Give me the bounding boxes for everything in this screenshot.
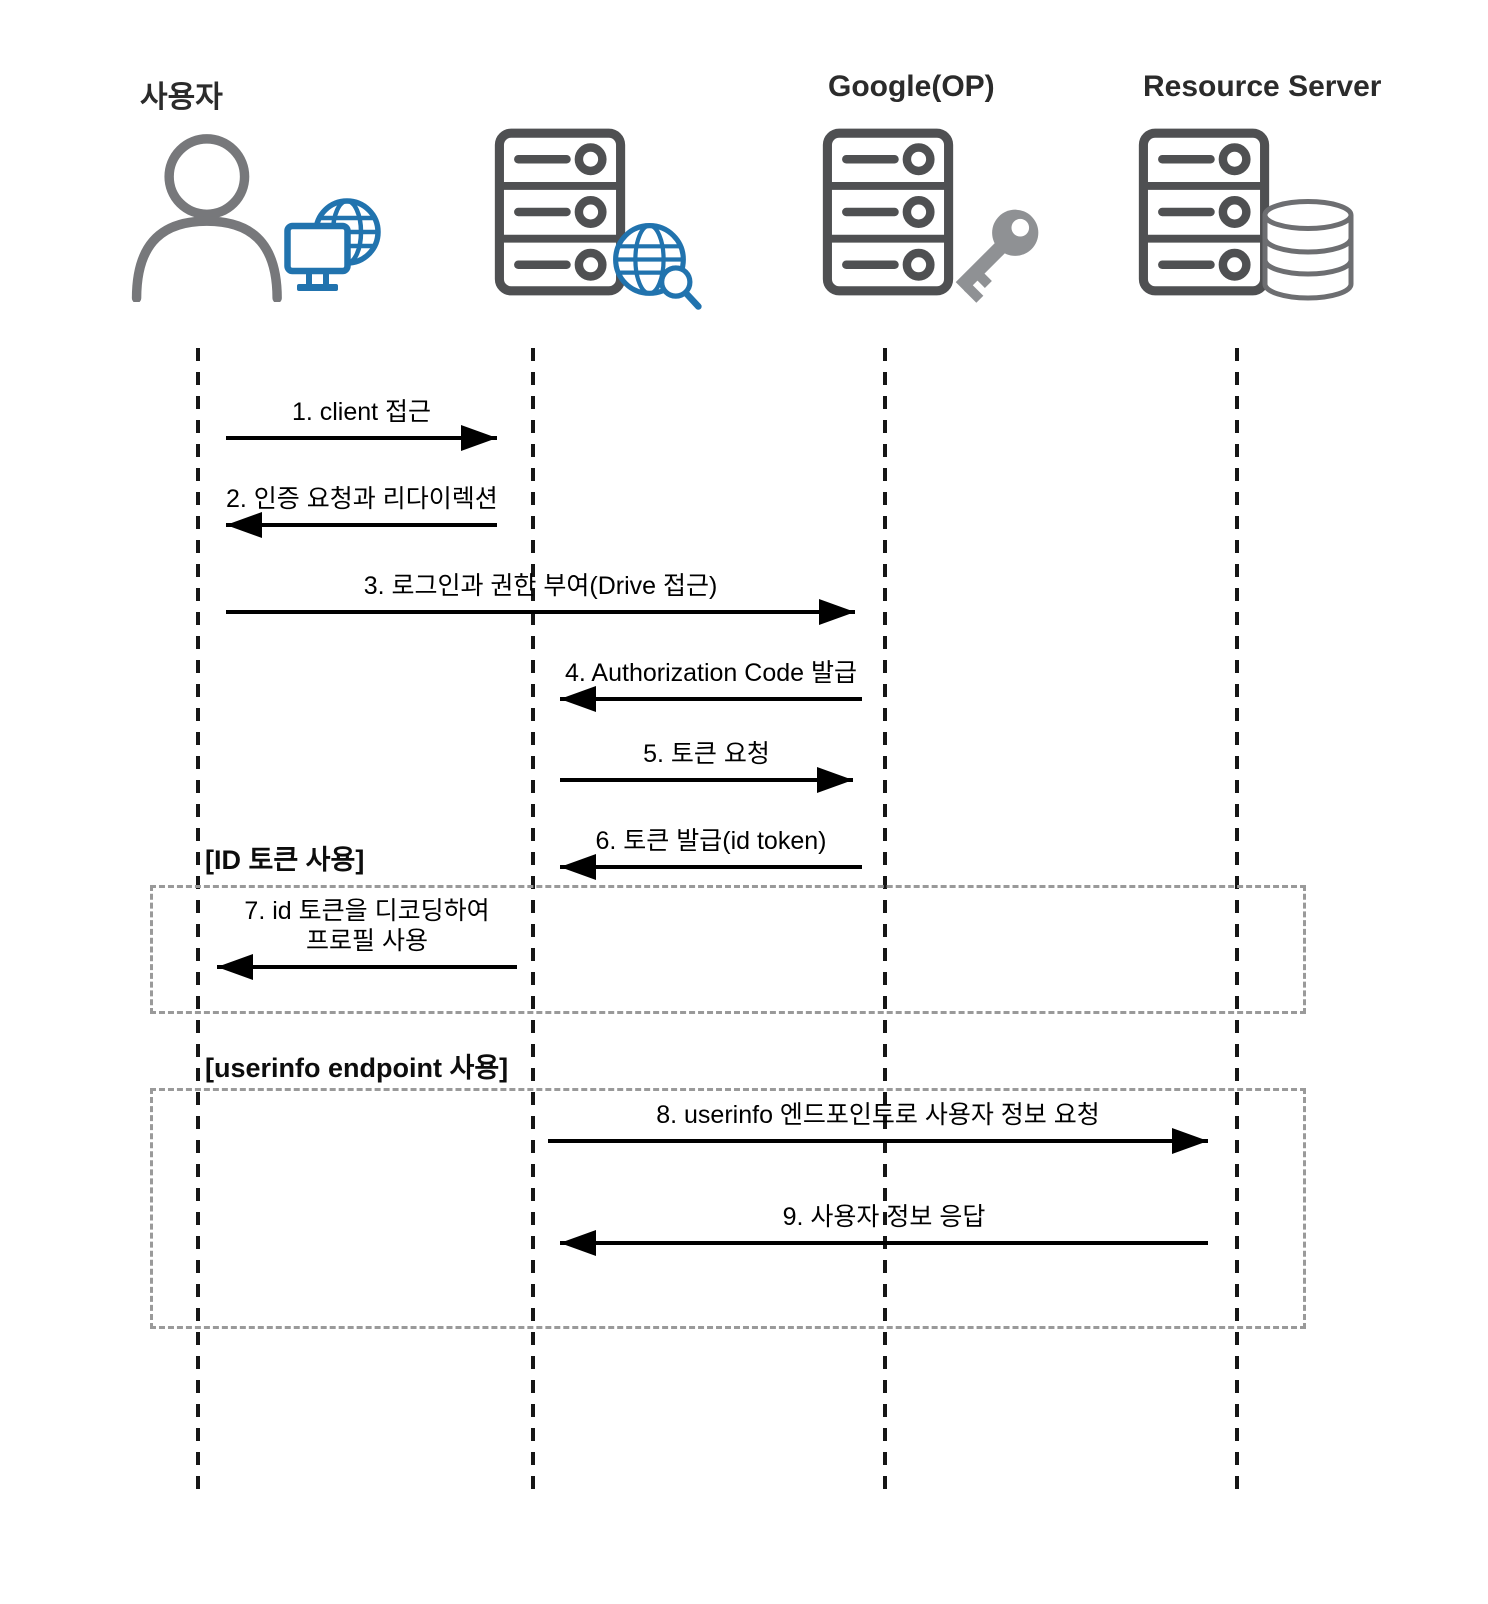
arrow-left <box>226 512 497 538</box>
message-7-decode-id-token: 7. id 토큰을 디코딩하여 프로필 사용 <box>217 896 517 980</box>
arrow-right <box>226 425 497 451</box>
message-4-authorization-code: 4. Authorization Code 발급 <box>560 658 862 712</box>
message-8-userinfo-request: 8. userinfo 엔드포인트로 사용자 정보 요청 <box>548 1100 1208 1154</box>
arrow-left <box>560 854 862 880</box>
monitor-globe-icon <box>284 196 382 304</box>
message-5-token-request: 5. 토큰 요청 <box>560 739 853 793</box>
actor-label-google-op: Google(OP) <box>828 70 995 103</box>
message-label: 7. id 토큰을 디코딩하여 프로필 사용 <box>244 897 490 955</box>
server-icon <box>492 126 628 298</box>
person-icon <box>128 130 296 303</box>
message-2-auth-request-redirect: 2. 인증 요청과 리다이렉션 <box>226 484 498 538</box>
arrow-right <box>226 599 855 625</box>
actor-label-resource-server: Resource Server <box>1143 70 1382 103</box>
fragment-label-userinfo-endpoint: [userinfo endpoint 사용] <box>205 1053 509 1083</box>
fragment-box-userinfo-endpoint <box>150 1088 1306 1329</box>
message-label: 8. userinfo 엔드포인트로 사용자 정보 요청 <box>656 1101 1100 1129</box>
message-label: 4. Authorization Code 발급 <box>565 659 857 687</box>
lifeline-user <box>196 348 200 1496</box>
database-icon <box>1258 196 1358 304</box>
lifeline-client <box>531 348 535 1496</box>
arrow-left <box>217 954 517 980</box>
message-1-client-access: 1. client 접근 <box>226 397 497 451</box>
message-9-userinfo-response: 9. 사용자 정보 응답 <box>560 1202 1208 1256</box>
message-label: 5. 토큰 요청 <box>643 740 770 768</box>
message-label: 3. 로그인과 권한 부여(Drive 접근) <box>363 572 718 600</box>
server-icon <box>1136 126 1272 298</box>
message-label: 1. client 접근 <box>291 398 432 426</box>
key-icon <box>940 198 1050 308</box>
lifeline-resource-server <box>1235 348 1239 1496</box>
globe-search-icon <box>610 220 704 314</box>
arrow-right <box>548 1128 1208 1154</box>
fragment-box-id-token <box>150 885 1306 1014</box>
message-label: 6. 토큰 발급(id token) <box>595 827 827 855</box>
arrow-left <box>560 686 862 712</box>
message-label: 2. 인증 요청과 리다이렉션 <box>226 485 498 513</box>
actor-label-user: 사용자 <box>140 81 223 114</box>
message-3-login-grant: 3. 로그인과 권한 부여(Drive 접근) <box>226 571 855 625</box>
lifeline-google-op <box>883 348 887 1496</box>
server-icon <box>820 126 956 298</box>
arrow-right <box>560 767 853 793</box>
message-label: 9. 사용자 정보 응답 <box>782 1203 986 1231</box>
fragment-label-id-token: [ID 토큰 사용] <box>205 845 365 875</box>
arrow-left <box>560 1230 1208 1256</box>
message-6-token-issue: 6. 토큰 발급(id token) <box>560 826 862 880</box>
